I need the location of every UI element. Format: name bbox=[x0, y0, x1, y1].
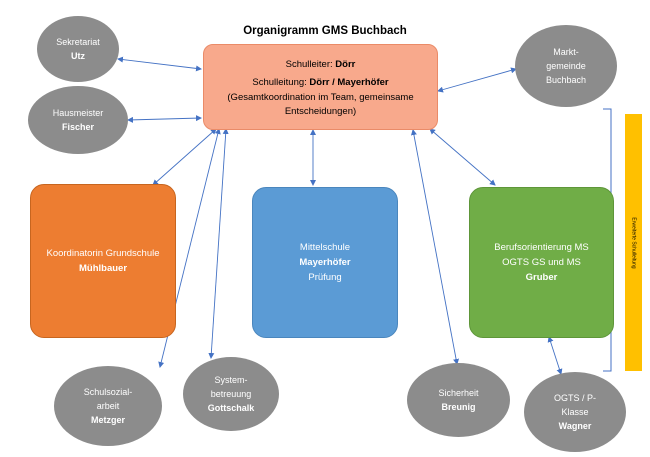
connector-grundschule bbox=[152, 128, 217, 186]
berufsorientierung-role: Berufsorientierung MS bbox=[494, 242, 589, 253]
gesamtkoordination-text: (Gesamtkoordination im Team, gemeinsame bbox=[227, 92, 414, 103]
schulsozialarbeit-name: Metzger bbox=[90, 415, 125, 425]
sekretariat-ellipse: Sekretariat Utz bbox=[37, 16, 119, 82]
grundschule-box: Koordinatorin Grundschule Mühlbauer bbox=[30, 184, 176, 338]
connector-hausmeister bbox=[127, 115, 202, 123]
schulleiter-name: Dörr bbox=[335, 59, 356, 70]
connector-beruf bbox=[429, 128, 496, 186]
hausmeister-ellipse: Hausmeister Fischer bbox=[28, 86, 128, 154]
grundschule-name: Mühlbauer bbox=[78, 263, 128, 274]
entscheidungen-text: Entscheidungen) bbox=[284, 105, 357, 117]
marktgemeinde-line3: Buchbach bbox=[545, 75, 587, 85]
connector-sekretariat bbox=[117, 56, 202, 72]
sicherheit-name: Breunig bbox=[441, 402, 476, 412]
connector-markt bbox=[437, 67, 517, 93]
systembetreuung-line1: System- bbox=[214, 375, 248, 385]
ogts-pklasse-ellipse: OGTS / P- Klasse Wagner bbox=[524, 372, 626, 452]
schulleiter-row: Schulleiter: Dörr bbox=[286, 58, 356, 72]
hausmeister-role: Hausmeister bbox=[52, 108, 104, 118]
sicherheit-ellipse: Sicherheit Breunig bbox=[407, 363, 510, 437]
sekretariat-role: Sekretariat bbox=[56, 37, 100, 47]
grundschule-role: Koordinatorin Grundschule bbox=[46, 248, 160, 259]
marktgemeinde-line1: Markt- bbox=[553, 47, 579, 57]
ogts-pklasse-name: Wagner bbox=[558, 421, 592, 431]
systembetreuung-ellipse: System- betreuung Gottschalk bbox=[183, 357, 279, 431]
berufsorientierung-box: Berufsorientierung MS OGTS GS und MS Gru… bbox=[469, 187, 614, 338]
mittelschule-role: Mittelschule bbox=[299, 242, 351, 253]
erweiterte-schulleitung-bar: Erweiterte Schulleitung bbox=[625, 114, 642, 371]
connector-ogts bbox=[547, 336, 563, 375]
ogts-pklasse-line2: Klasse bbox=[561, 407, 589, 417]
schulleitung-name: Dörr / Mayerhöfer bbox=[309, 76, 389, 88]
mittelschule-sub: Prüfung bbox=[308, 272, 342, 283]
hausmeister-name: Fischer bbox=[61, 122, 94, 132]
diagram-title: Organigramm GMS Buchbach bbox=[243, 25, 407, 37]
schulleitung-label: Schulleitung: bbox=[252, 76, 310, 88]
schulleiter-label: Schulleiter: bbox=[285, 59, 336, 70]
sicherheit-role: Sicherheit bbox=[438, 388, 479, 398]
ogts-pklasse-line1: OGTS / P- bbox=[553, 393, 596, 403]
systembetreuung-name: Gottschalk bbox=[207, 403, 255, 413]
berufsorientierung-name: Gruber bbox=[525, 272, 558, 283]
marktgemeinde-ellipse: Markt- gemeinde Buchbach bbox=[515, 25, 617, 107]
erweiterte-schulleitung-label: Erweiterte Schulleitung bbox=[630, 216, 637, 269]
connector-system bbox=[208, 128, 229, 359]
marktgemeinde-line2: gemeinde bbox=[546, 61, 586, 71]
systembetreuung-line2: betreuung bbox=[210, 389, 252, 399]
ogts-gs-ms-role: OGTS GS und MS bbox=[502, 257, 581, 268]
schulsozialarbeit-ellipse: Schulsozial- arbeit Metzger bbox=[54, 366, 162, 446]
schulsozialarbeit-line2: arbeit bbox=[96, 401, 120, 411]
mittelschule-box: Mittelschule Mayerhöfer Prüfung bbox=[252, 187, 398, 338]
mittelschule-name: Mayerhöfer bbox=[299, 257, 351, 268]
schulsozialarbeit-line1: Schulsozial- bbox=[83, 387, 133, 397]
schulleitung-box: Schulleiter: Dörr Schulleitung: Dörr / M… bbox=[203, 44, 438, 130]
connector-sicherheit bbox=[410, 129, 460, 365]
sekretariat-name: Utz bbox=[71, 51, 85, 61]
schulleitung-row: Schulleitung: Dörr / Mayerhöfer bbox=[252, 76, 388, 90]
